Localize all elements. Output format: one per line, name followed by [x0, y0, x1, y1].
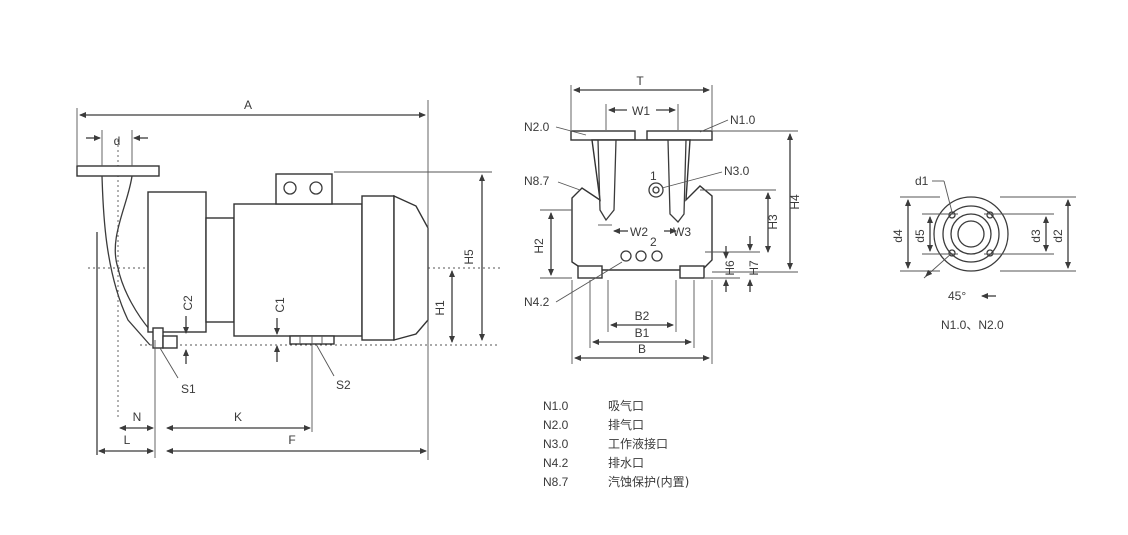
flange-ring-3 [950, 213, 992, 255]
pump-foot [152, 327, 164, 349]
marker-2: 2 [650, 235, 657, 249]
motor-body [233, 203, 363, 337]
drain-port-mid [635, 250, 647, 262]
label-N8-7: N8.7 [524, 174, 550, 188]
legend-desc-1: 吸气口 [608, 398, 644, 413]
legend-code-4: N4.2 [543, 456, 569, 470]
motor-endcap [361, 195, 395, 341]
flange-outer-ring [933, 196, 1009, 272]
marker-1: 1 [650, 169, 657, 183]
label-N3-0: N3.0 [724, 164, 750, 178]
dim-d5-label: d5 [913, 229, 927, 243]
dim-d1-label: d1 [915, 174, 929, 188]
legend-code-2: N2.0 [543, 418, 569, 432]
drain-port-left [620, 250, 632, 262]
dim-H1-label: H1 [433, 300, 447, 316]
discharge-passage [597, 139, 617, 222]
legend-code-1: N1.0 [543, 399, 569, 413]
inlet-flange [76, 165, 160, 177]
outlet-flange-N2 [570, 130, 636, 141]
dim-F-label: F [288, 433, 295, 447]
foot-right [679, 265, 705, 279]
dim-H2-label: H2 [532, 238, 546, 254]
drain-port-right [651, 250, 663, 262]
inlet-flange-N1 [646, 130, 713, 141]
dim-d3-label: d3 [1029, 229, 1043, 243]
dim-T-label: T [636, 74, 644, 88]
dim-d-label: d [114, 134, 121, 148]
dim-B-label: B [638, 342, 646, 356]
foot-left [577, 265, 603, 279]
label-N1-0: N1.0 [730, 113, 756, 127]
dim-A-label: A [244, 98, 252, 112]
side-view: A d H5 H1 C2 C1 S1 S2 N K [76, 98, 500, 460]
pump-drain [162, 335, 178, 349]
inlet-pipe-curve [114, 175, 151, 331]
dim-C1-label: C1 [273, 297, 287, 313]
front-view: T W1 1 2 W2 W3 B2 [524, 74, 802, 364]
dim-B1-label: B1 [635, 326, 650, 340]
pump-casing-outline [101, 175, 151, 346]
terminal-gland-left [283, 181, 297, 195]
dim-C2-label: C2 [181, 295, 195, 311]
legend-desc-5: 汽蚀保护(内置) [608, 474, 689, 489]
legend-desc-2: 排气口 [608, 417, 644, 432]
dim-H5-label: H5 [462, 249, 476, 265]
pump-body [147, 191, 207, 333]
coupling-housing [205, 217, 235, 323]
flange-bolt-circle [942, 205, 1000, 263]
dim-K-label: K [234, 410, 242, 424]
legend-desc-4: 排水口 [608, 456, 644, 470]
legend-desc-3: 工作液接口 [608, 436, 668, 451]
dim-H3-label: H3 [766, 214, 780, 230]
label-S2: S2 [336, 378, 351, 392]
dim-W3-label: W3 [673, 225, 691, 239]
flange-view: d4 d5 d3 d2 d1 45° N1.0、N2.0 [891, 174, 1076, 332]
dim-B2-label: B2 [635, 309, 650, 323]
suction-passage [667, 139, 687, 223]
dim-d2-label: d2 [1051, 229, 1065, 243]
bolt-hole-2 [986, 211, 994, 219]
dim-W2-label: W2 [630, 225, 648, 239]
dim-W1-label: W1 [632, 104, 650, 118]
label-S1: S1 [181, 382, 196, 396]
terminal-gland-right [309, 181, 323, 195]
legend-code-5: N8.7 [543, 475, 569, 489]
dim-H6-label: H6 [723, 260, 737, 276]
dim-H4-label: H4 [788, 194, 802, 210]
motor-fan-cover [393, 194, 429, 341]
bolt-hole-3 [948, 249, 956, 257]
flange-caption: N1.0、N2.0 [941, 318, 1004, 332]
dim-H7-label: H7 [747, 260, 761, 276]
port-N3-inner [652, 186, 660, 194]
port-legend: N1.0 吸气口 N2.0 排气口 N3.0 工作液接口 N4.2 排水口 N8… [543, 398, 689, 489]
port-N3-outer [648, 182, 664, 198]
dim-N-label: N [133, 410, 142, 424]
bolt-hole-4 [986, 249, 994, 257]
dim-L-label: L [124, 433, 131, 447]
legend-code-3: N3.0 [543, 437, 569, 451]
label-N2-0: N2.0 [524, 120, 550, 134]
terminal-box [275, 173, 333, 205]
flange-bore [957, 220, 985, 248]
label-N4-2: N4.2 [524, 295, 550, 309]
dim-d4-label: d4 [891, 229, 905, 243]
angle-45-label: 45° [948, 289, 966, 303]
